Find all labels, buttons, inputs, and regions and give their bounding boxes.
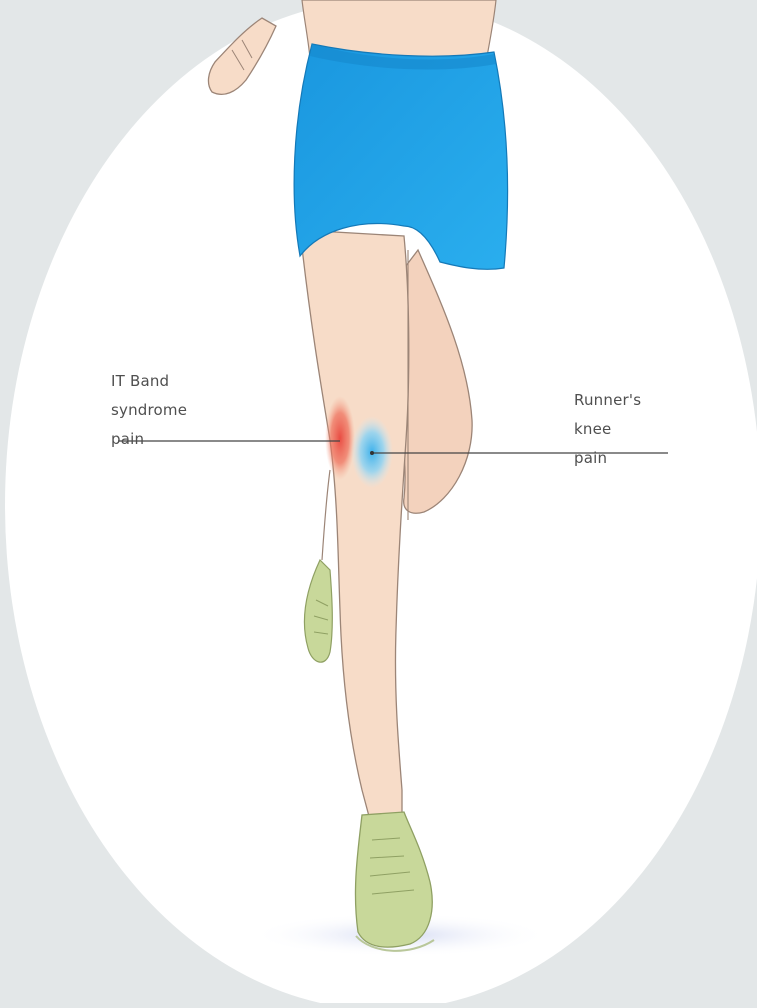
it-band-label-line-1: IT Band <box>111 367 187 396</box>
it-band-label-line-2: syndrome <box>111 396 187 425</box>
runners-knee-label: Runner's knee pain <box>574 386 641 473</box>
it-band-label: IT Band syndrome pain <box>111 367 187 454</box>
it-band-pain-marker <box>325 396 355 480</box>
runners-knee-label-line-2: knee <box>574 415 641 444</box>
it-band-label-line-3: pain <box>111 425 187 454</box>
runners-knee-label-line-3: pain <box>574 444 641 473</box>
runners-knee-label-line-1: Runner's <box>574 386 641 415</box>
runners-knee-leader-dot <box>370 451 374 455</box>
